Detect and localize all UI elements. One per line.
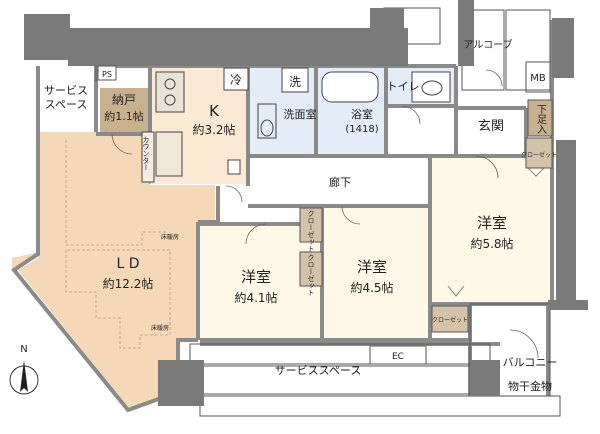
western-room-c-floor [432, 158, 552, 304]
ld-size: 約12.2帖 [103, 276, 154, 291]
refrigerator-label: 冷 [230, 73, 242, 87]
bathroom-size: (1418) [345, 124, 378, 135]
pipe-space-label: PS [102, 70, 112, 79]
hallway-label: 廊下 [329, 175, 351, 189]
counter-label: カウンター [142, 136, 150, 171]
ld-name: L D [116, 256, 139, 272]
door-swings [111, 69, 545, 359]
floor-heating-label-2: 床暖房 [151, 324, 169, 332]
western-room-b-size: 約4.5帖 [350, 280, 393, 295]
closet-label-room-a-1: クローゼット [307, 210, 315, 252]
svg-text:N: N [20, 344, 27, 355]
closet-label-bottom: クローゼット [432, 316, 468, 324]
kitchen-name: K [209, 102, 220, 120]
western-room-c-name: 洋室 [477, 214, 507, 232]
north-compass-icon: N [9, 344, 39, 395]
western-room-b-name: 洋室 [357, 258, 387, 276]
pantry-size: 約1.1帖 [104, 109, 144, 123]
floor-heating-label-1: 床暖房 [161, 233, 179, 241]
entrance-label: 玄関 [478, 119, 504, 134]
kitchen-size: 約3.2帖 [192, 122, 235, 137]
western-room-a-name: 洋室 [241, 268, 271, 286]
western-room-a-size: 約4.1帖 [234, 290, 277, 305]
closet-label-room-a-2: クローゼット [307, 254, 315, 296]
balcony-label: バルコニー [503, 356, 558, 369]
alcove-label: アルコーブ [463, 38, 512, 51]
closet-label-room-c: クローゼット [521, 151, 557, 159]
service-space-left-label-2: スペース [45, 98, 88, 111]
hallway-floor [250, 156, 430, 206]
ec-box [369, 345, 427, 365]
mb-label: MB [530, 73, 546, 84]
ec-label: EC [392, 352, 404, 362]
service-space-bottom-label: サービススペース [275, 364, 362, 377]
pantry-area [100, 88, 150, 132]
entrance-floor [460, 108, 526, 154]
pipe-space-box [97, 65, 117, 81]
service-space-left-area [40, 66, 94, 126]
washroom-label: 洗面室 [284, 107, 317, 121]
pantry-name: 納戸 [112, 93, 136, 107]
washer-label: 洗 [289, 75, 301, 89]
western-room-b-floor [324, 208, 430, 338]
toilet-label: トイレ [387, 80, 420, 93]
columns [24, 0, 588, 406]
western-room-c-size: 約5.8帖 [470, 236, 513, 251]
floor-heating-outline-lower [65, 249, 171, 349]
floor-heating-outline [65, 140, 168, 246]
service-space-left-label-1: サービス [44, 84, 88, 97]
kitchen-equipment [141, 67, 451, 183]
shoe-box-label: 下足入 [535, 104, 547, 134]
bathroom-name: 浴室 [351, 107, 373, 121]
drying-rack-label: 物干金物 [508, 379, 552, 393]
closets [299, 99, 553, 333]
ld-floor-main [18, 132, 215, 410]
